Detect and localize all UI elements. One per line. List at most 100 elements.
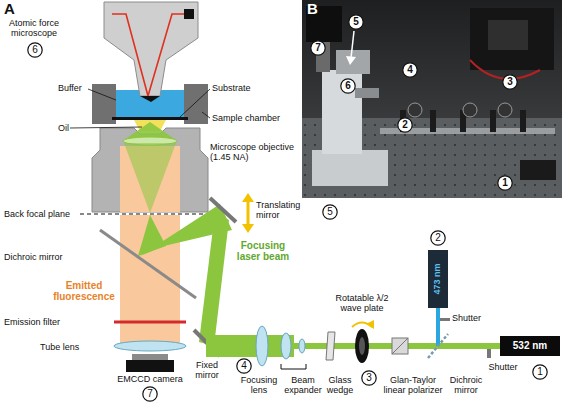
callout-circle-outline [28, 43, 42, 57]
emission-filter [114, 321, 186, 324]
callout-number: 1 [497, 175, 513, 191]
polarizer-interface [392, 338, 408, 354]
wave-plate-center [359, 337, 365, 355]
shutter [487, 349, 491, 358]
shutter [440, 318, 450, 321]
callout-circle-outline [362, 371, 376, 385]
callout-circle-outline [398, 118, 412, 132]
part-label: Tube lens [40, 342, 100, 352]
callout-number: 2 [397, 117, 413, 133]
callout-text: 1 [537, 366, 543, 377]
afm-head [336, 50, 370, 74]
part-label: Substrate [212, 83, 272, 93]
callout-text: 1 [502, 177, 508, 188]
callout-number: 7 [310, 40, 326, 56]
callout-circle-outline [431, 231, 445, 245]
part-label: Back focal plane [4, 209, 90, 219]
lens-holder [498, 103, 512, 117]
callout-text: 2 [435, 232, 441, 243]
callout-number: 3 [502, 74, 518, 90]
laser-cone [124, 143, 176, 213]
callout-circle-outline [349, 15, 363, 29]
part-label: Fixed mirror [188, 360, 226, 380]
microscope-objective [92, 128, 208, 212]
part-label: Dichroic mirror [446, 375, 486, 395]
translation-arrow [247, 200, 250, 226]
glass-wedge [326, 332, 335, 360]
part-label: Glass wedge [322, 375, 358, 395]
callout-text: 4 [241, 360, 247, 371]
lab-equipment [470, 8, 554, 70]
part-label: Emission filter [4, 317, 94, 327]
callout-number: 6 [27, 42, 43, 58]
part-label: Translating mirror [256, 200, 320, 220]
leader-line [180, 89, 210, 117]
part-label: Dichroic mirror [4, 252, 94, 262]
part-label: Buffer [58, 83, 92, 93]
back-focal-plane-line [80, 214, 214, 215]
laser-label: 532 nm [513, 340, 547, 351]
callout-text: 3 [507, 76, 513, 87]
laser-beam [199, 212, 229, 346]
part-label: Microscope objective (1.45 NA) [210, 142, 302, 162]
callout-number: 2 [430, 230, 446, 246]
beam-label: Focusing laser beam [232, 240, 294, 262]
callout-text: 7 [315, 42, 321, 53]
leader-line [88, 89, 116, 100]
callout-number: 3 [361, 370, 377, 386]
camera-mount [132, 354, 168, 360]
callout-circle-outline [311, 41, 325, 55]
panel-letter: A [4, 1, 22, 18]
lens-holder [408, 103, 422, 117]
callout-number: 5 [348, 14, 364, 30]
laser-housing [520, 160, 556, 180]
callout-number: 7 [142, 386, 158, 402]
part-label: Rotatable λ/2 wave plate [330, 293, 394, 313]
callout-text: 5 [327, 206, 333, 217]
callout-circle-outline [237, 359, 251, 373]
part-label: Beam expander [282, 375, 324, 395]
lens-holder [463, 103, 477, 117]
pointer-line [351, 31, 354, 58]
callout-number: 1 [532, 364, 548, 380]
beam-label: Emitted fluorescence [50, 280, 118, 302]
callout-circle-outline [498, 176, 512, 190]
optic-post [520, 110, 526, 132]
part-label: Shutter [484, 362, 522, 372]
translating-mirror [210, 198, 236, 222]
blue-laser-beam [436, 308, 440, 346]
callout-text: 6 [345, 80, 351, 91]
focusing-lens [256, 326, 268, 366]
laser-box: 473 nm [428, 250, 448, 308]
part-label: Sample chamber [212, 113, 296, 123]
optic-post [430, 110, 436, 132]
wave-plate [355, 329, 369, 363]
part-label: Glan-Taylor linear polarizer [380, 375, 446, 395]
callout-text: 3 [366, 372, 372, 383]
substrate [112, 117, 188, 120]
callout-text: 4 [407, 64, 413, 75]
expander-lens [299, 339, 305, 353]
callout-circle-outline [503, 75, 517, 89]
part-label: Atomic force microscope [2, 18, 66, 38]
callout-number: 6 [340, 78, 356, 94]
rotation-arrow-head [366, 320, 374, 329]
callout-circle-outline [533, 365, 547, 379]
callout-text: 5 [353, 16, 359, 27]
callout-number: 5 [322, 204, 338, 220]
translation-arrow-head [242, 193, 254, 202]
dichroic-mirror [100, 230, 196, 298]
photo-panel: B7564321 [302, 0, 562, 198]
eyepiece [355, 88, 379, 98]
callout-text: 7 [147, 388, 153, 399]
tube-lens [114, 341, 186, 351]
afm-laser-path [112, 14, 184, 96]
callout-number: 4 [236, 358, 252, 374]
optic-post [490, 110, 496, 132]
part-label: EMCCD camera [110, 374, 190, 384]
cantilever [140, 96, 160, 102]
laser-label: 473 nm [433, 263, 443, 294]
afm-head [104, 2, 198, 96]
callout-text: 2 [402, 119, 408, 130]
